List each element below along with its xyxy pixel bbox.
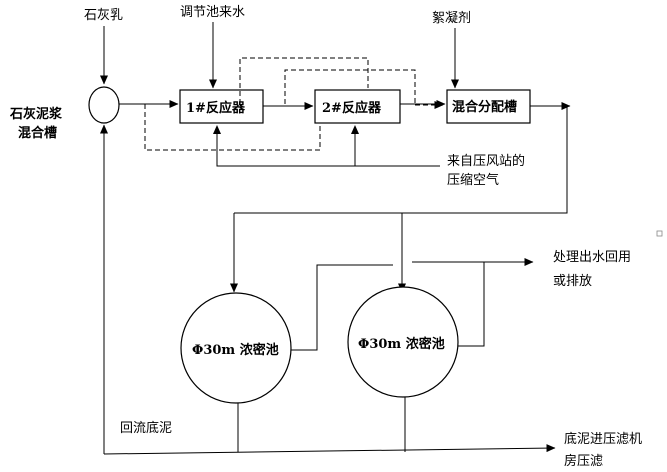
return-sludge-label: 回流底泥: [120, 420, 172, 436]
compressed-air-label-line2: 压缩空气: [447, 172, 499, 188]
reactor-2-label: 2#反应器: [322, 100, 382, 116]
effluent-label-line2: 或排放: [553, 274, 592, 289]
sludge-press-label-line1: 底泥进压滤机: [564, 431, 642, 447]
compressed-air-label-line1: 来自压风站的: [447, 153, 525, 169]
reactor-2-box: [314, 89, 401, 124]
air-arrowhead-r2: [351, 125, 359, 134]
lime-mud-tank: [88, 86, 120, 124]
air-arrowhead-r1: [213, 125, 221, 134]
sludge-press-line: [103, 444, 556, 455]
reactor-1-box: [179, 89, 264, 124]
thickener-1: [180, 292, 292, 404]
lime-dosing-dashed-top: [239, 57, 369, 104]
compressed-air-line: [216, 126, 440, 167]
adjust-tank-water-label: 调节池来水: [180, 5, 245, 20]
mix-tank-box: [446, 89, 531, 124]
effluent-label-line1: 处理出水回用: [553, 250, 631, 265]
sludge-press-label-line2: 房压滤: [564, 453, 603, 469]
lime-milk-label: 石灰乳: [84, 8, 123, 23]
reactor-1-label: 1#反应器: [186, 100, 246, 116]
overflow-line-thickener1: [283, 264, 393, 351]
flocculant-label: 絮凝剂: [432, 10, 471, 26]
thickener-1-label: Φ30m 浓密池: [192, 342, 279, 358]
thickener-2: [347, 286, 459, 398]
lime-dosing-dashed-r2: [284, 69, 416, 105]
thickener-2-label: Φ30m 浓密池: [358, 336, 445, 352]
distribution-line: [234, 106, 568, 214]
lime-mud-tank-label-line2: 混合槽: [18, 125, 57, 141]
stray-marker: [656, 230, 663, 237]
lime-mud-tank-label-line1: 石灰泥浆: [9, 106, 63, 122]
mix-tank-label: 混合分配槽: [452, 99, 517, 115]
lime-dosing-dashed-r1: [144, 104, 321, 151]
